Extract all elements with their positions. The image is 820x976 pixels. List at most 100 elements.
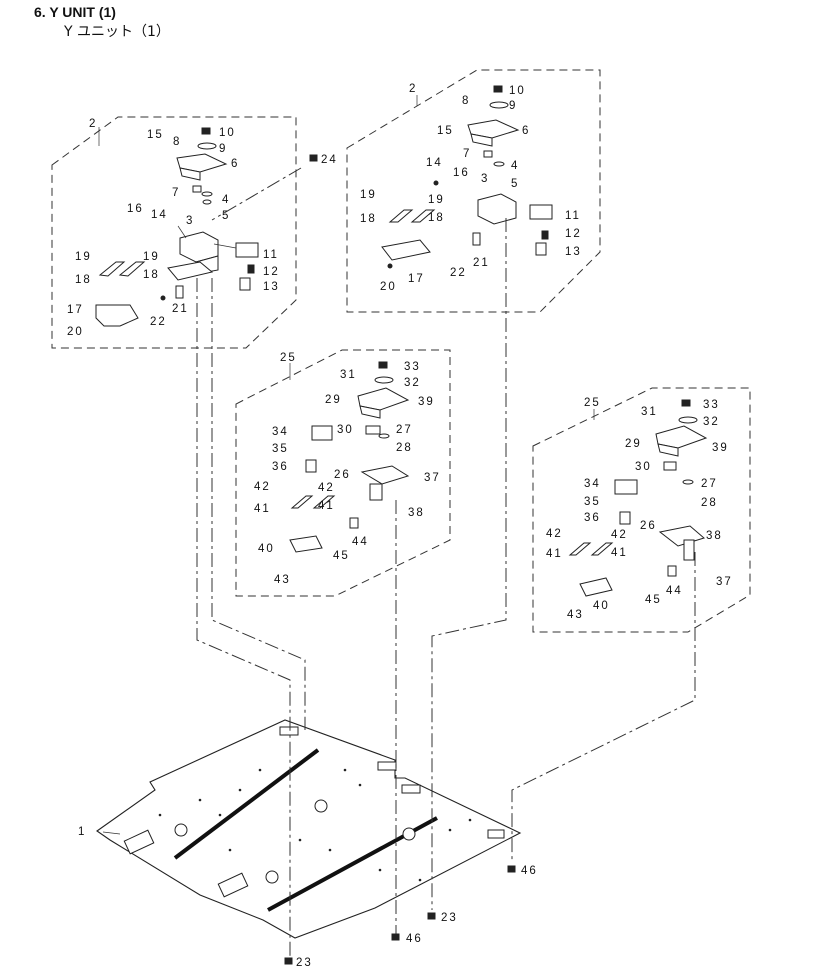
callout-35a: 35 [272, 443, 289, 455]
callout-41d: 41 [611, 547, 628, 559]
callout-37a: 37 [424, 472, 441, 484]
callout-36b: 36 [584, 512, 601, 524]
callout-27a: 27 [396, 424, 413, 436]
callout-labels: 2 15 8 10 9 6 7 4 5 16 14 3 24 11 12 13 … [67, 83, 733, 969]
callout-7b: 7 [463, 148, 471, 160]
callout-44a: 44 [352, 536, 369, 548]
callout-14: 14 [151, 209, 168, 221]
callout-9: 9 [219, 143, 227, 155]
callout-15: 15 [147, 129, 164, 141]
callout-1: 1 [78, 826, 86, 838]
callout-42a: 42 [254, 481, 271, 493]
callout-21b: 21 [473, 257, 490, 269]
callout-35b: 35 [584, 496, 601, 508]
callout-13b: 13 [565, 246, 582, 258]
callout-41c: 41 [546, 548, 563, 560]
callout-18c: 18 [360, 213, 377, 225]
base-plate [96, 719, 522, 939]
callout-4: 4 [222, 194, 230, 206]
callout-43b: 43 [567, 609, 584, 621]
callout-40b: 40 [593, 600, 610, 612]
callout-46a: 46 [521, 865, 538, 877]
callout-46b: 46 [406, 933, 423, 945]
callout-19d: 19 [428, 194, 445, 206]
callout-21: 21 [172, 303, 189, 315]
callout-28b: 28 [701, 497, 718, 509]
callout-34b: 34 [584, 478, 601, 490]
callout-5b: 5 [511, 178, 519, 190]
callout-38b: 38 [706, 530, 723, 542]
callout-7: 7 [172, 187, 180, 199]
callout-31a: 31 [340, 369, 357, 381]
callout-13: 13 [263, 281, 280, 293]
right-bottom-assembly-parts [568, 399, 708, 597]
page-title: 6. Y UNIT (1) [34, 4, 116, 20]
callout-26b: 26 [640, 520, 657, 532]
alignment-lines [196, 167, 696, 960]
callout-18b: 18 [143, 269, 160, 281]
callout-15b: 15 [437, 125, 454, 137]
callout-10: 10 [219, 127, 236, 139]
callout-12: 12 [263, 266, 280, 278]
callout-5: 5 [222, 210, 230, 222]
callout-25b: 25 [584, 397, 601, 409]
callout-32b: 32 [703, 416, 720, 428]
callout-42d: 42 [611, 529, 628, 541]
callout-3b: 3 [481, 173, 489, 185]
callout-38a: 38 [408, 507, 425, 519]
callout-11b: 11 [565, 210, 581, 222]
callout-22: 22 [150, 316, 167, 328]
callout-4b: 4 [511, 160, 519, 172]
callout-9b: 9 [509, 100, 517, 112]
callout-12b: 12 [565, 228, 582, 240]
callout-26a: 26 [334, 469, 351, 481]
callout-42b: 42 [318, 482, 335, 494]
left-assembly-parts [95, 127, 259, 327]
callout-8: 8 [173, 136, 181, 148]
callout-44b: 44 [666, 585, 683, 597]
callout-8b: 8 [462, 95, 470, 107]
callout-43a: 43 [274, 574, 291, 586]
callout-16b: 16 [453, 167, 470, 179]
callout-22b: 22 [450, 267, 467, 279]
callout-25a: 25 [280, 352, 297, 364]
callout-31b: 31 [641, 406, 658, 418]
callout-39b: 39 [712, 442, 729, 454]
callout-10b: 10 [509, 85, 526, 97]
callout-32a: 32 [404, 377, 421, 389]
callout-11: 11 [263, 249, 279, 261]
callout-20: 20 [67, 326, 84, 338]
callout-6b: 6 [522, 125, 530, 137]
callout-20b: 20 [380, 281, 397, 293]
callout-14b: 14 [426, 157, 443, 169]
callout-41a: 41 [254, 503, 271, 515]
callout-17b: 17 [408, 273, 425, 285]
bottom-screws [284, 154, 516, 965]
callout-24: 24 [321, 154, 338, 166]
center-assembly-parts [289, 361, 410, 553]
callout-36a: 36 [272, 461, 289, 473]
callout-19c: 19 [360, 189, 377, 201]
callout-2: 2 [89, 118, 97, 130]
callout-41b: 41 [318, 500, 335, 512]
callout-30a: 30 [337, 424, 354, 436]
callout-42c: 42 [546, 528, 563, 540]
callout-39a: 39 [418, 396, 435, 408]
page-subtitle: Y ユニット（1） [64, 24, 170, 40]
callout-18a: 18 [75, 274, 92, 286]
callout-29a: 29 [325, 394, 342, 406]
callout-29b: 29 [625, 438, 642, 450]
callout-33b: 33 [703, 399, 720, 411]
callout-23a: 23 [441, 912, 458, 924]
assembly-boundary-25-center [235, 349, 451, 597]
right-top-assembly-parts [381, 85, 553, 269]
callout-3: 3 [186, 215, 194, 227]
callout-28a: 28 [396, 442, 413, 454]
callout-23b: 23 [296, 957, 313, 969]
callout-34a: 34 [272, 426, 289, 438]
callout-37b: 37 [716, 576, 733, 588]
assembly-boundary-2-right [346, 69, 601, 313]
leader-lines [98, 95, 595, 835]
callout-17: 17 [67, 304, 84, 316]
callout-19a: 19 [75, 251, 92, 263]
